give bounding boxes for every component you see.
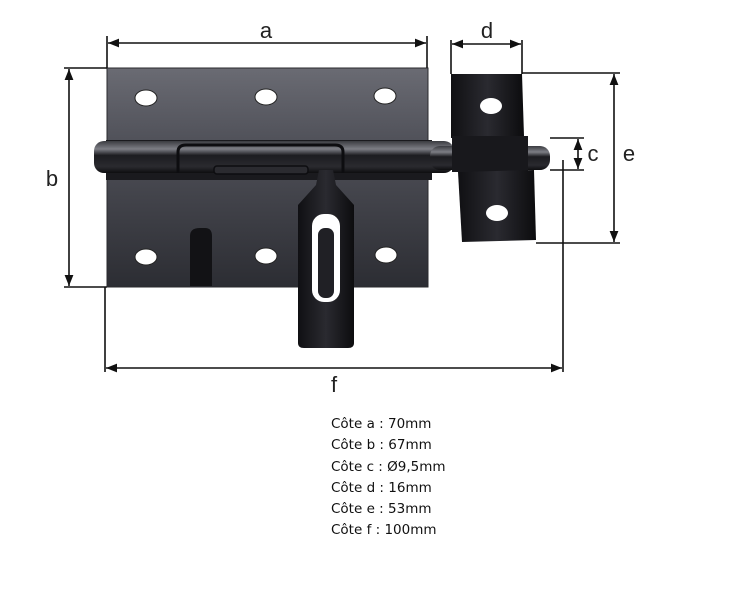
bolt-knob [190, 228, 212, 286]
keeper-hole [480, 98, 502, 114]
screw-hole [134, 248, 158, 266]
dimension-specs-list: Côte a : 70mm Côte b : 67mm Côte c : Ø9,… [331, 414, 446, 542]
dimension-label-f: f [331, 372, 338, 397]
keeper-bracket [451, 74, 536, 242]
dimension-label-a: a [260, 18, 273, 43]
dimension-label-c: c [588, 141, 599, 166]
screw-hole [134, 89, 158, 107]
screw-hole [374, 246, 398, 264]
screw-hole [254, 88, 278, 106]
barrel-bolt-diagram: a b c d e f [46, 18, 635, 397]
dimension-label-b: b [46, 166, 58, 191]
spec-line-a: Côte a : 70mm [331, 416, 432, 432]
keeper-hole [486, 205, 508, 221]
screw-hole [373, 87, 397, 105]
dimension-lines [64, 36, 620, 373]
spec-line-c: Côte c : Ø9,5mm [331, 458, 446, 475]
spec-line-b: Côte b : 67mm [331, 437, 432, 454]
screw-hole [254, 247, 278, 265]
spec-line-d: Côte d : 16mm [331, 479, 432, 496]
spec-line-e: Côte e : 53mm [331, 501, 432, 518]
dimension-label-e: e [623, 141, 635, 166]
spec-line-f: Côte f : 100mm [331, 522, 437, 539]
dimension-label-d: d [481, 18, 493, 43]
padlock-hasp [298, 170, 354, 348]
bolt-barrel [94, 140, 550, 180]
